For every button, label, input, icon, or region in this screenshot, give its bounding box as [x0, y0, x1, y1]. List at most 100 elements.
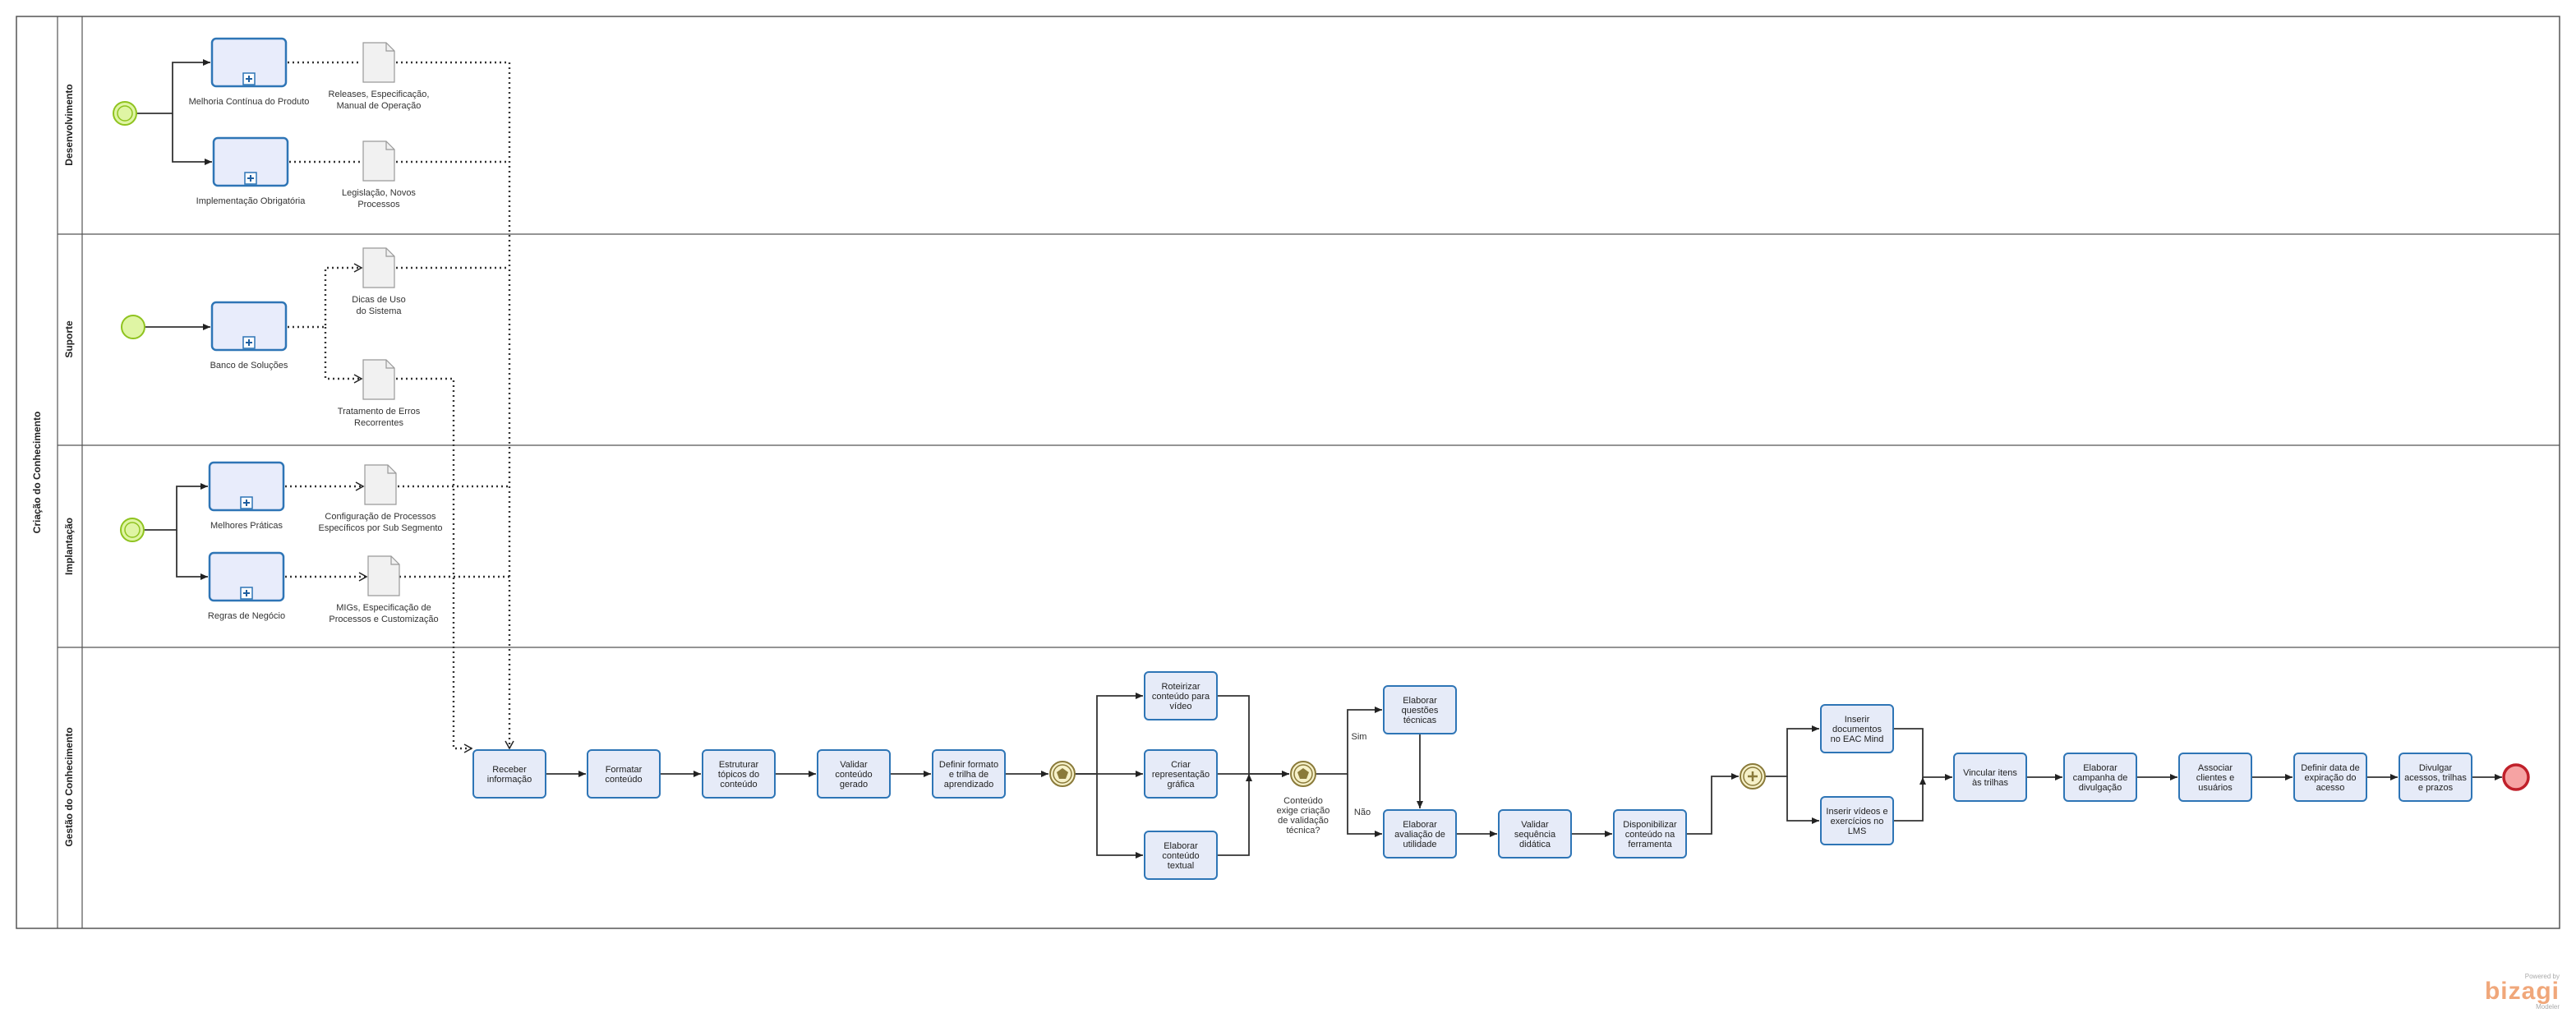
- subprocess-label: Melhores Práticas: [210, 521, 283, 531]
- sequence-flow: [1786, 776, 1819, 824]
- task-label: divulgação: [2079, 783, 2122, 793]
- plus-icon: [1748, 771, 1758, 781]
- subprocess-box[interactable]: [212, 136, 289, 187]
- task-label: textual: [1168, 861, 1194, 871]
- task-label: Disponibilizar: [1623, 820, 1677, 830]
- document-label: Tratamento de Erros: [338, 407, 421, 417]
- sequence-flow: [176, 530, 208, 580]
- task-label: Inserir vídeos e: [1826, 807, 1887, 817]
- task-box[interactable]: [2063, 753, 2137, 802]
- subprocess-label: Banco de Soluções: [210, 361, 288, 371]
- gateway-split-formats[interactable]: [1049, 761, 1076, 787]
- task-box[interactable]: [932, 749, 1006, 799]
- task-label: Associar: [2198, 763, 2233, 773]
- task-box[interactable]: [2293, 753, 2367, 802]
- subprocess-box[interactable]: [208, 551, 285, 602]
- task-label: conteúdo na: [1625, 830, 1675, 840]
- task-label: técnicas: [1403, 716, 1437, 725]
- plus-icon: [243, 499, 250, 506]
- task-label: Estruturar: [719, 760, 759, 770]
- document-label: Processos: [357, 200, 400, 209]
- task-label: Elaborar: [1164, 841, 1198, 851]
- subprocess-label: Regras de Negócio: [208, 611, 285, 621]
- task-label: questões: [1402, 706, 1439, 716]
- task-box[interactable]: [1144, 749, 1218, 799]
- gateway-question: exige criação: [1277, 806, 1330, 816]
- task-label: usuários: [2198, 783, 2233, 793]
- lane-title-implantacao: Implantação: [63, 518, 75, 575]
- task-box[interactable]: [1383, 685, 1457, 734]
- sequence-flow: [1765, 725, 1819, 777]
- task-box[interactable]: [1820, 796, 1894, 845]
- task-box[interactable]: [1498, 809, 1572, 859]
- subprocess-box[interactable]: [208, 461, 285, 512]
- task-label: Criar: [1171, 760, 1191, 770]
- task-box[interactable]: [2178, 753, 2252, 802]
- sequence-flow: [1347, 774, 1382, 837]
- task-label: didática: [1519, 840, 1551, 849]
- subprocess-box[interactable]: [210, 301, 288, 352]
- document-label: Legislação, Novos: [342, 188, 416, 198]
- document-icon: [364, 464, 397, 505]
- start-event-desenvolvimento[interactable]: [113, 101, 137, 126]
- start-event-implantacao[interactable]: [120, 518, 145, 542]
- gateway-technical-validation[interactable]: [1290, 761, 1316, 787]
- subprocess-sp4[interactable]: Melhores Práticas: [208, 461, 285, 531]
- subprocess-sp5[interactable]: Regras de Negócio: [208, 551, 285, 621]
- subprocess-sp3[interactable]: Banco de Soluções: [210, 301, 288, 371]
- document-icon: [362, 247, 395, 288]
- association-flow: [396, 377, 473, 753]
- task-box[interactable]: [1820, 704, 1894, 753]
- task-box[interactable]: [702, 749, 776, 799]
- task-box[interactable]: [1383, 809, 1457, 859]
- gateway-parallel-publish[interactable]: [1740, 763, 1766, 790]
- task-label: tópicos do: [718, 770, 759, 780]
- document-label: MIGs, Especificação de: [336, 603, 431, 613]
- task-label: Definir formato: [939, 760, 998, 770]
- task-box[interactable]: [472, 749, 546, 799]
- task-box[interactable]: [817, 749, 891, 799]
- start-event-suporte[interactable]: [121, 315, 145, 339]
- task-box[interactable]: [587, 749, 661, 799]
- subprocess-label: Implementação Obrigatória: [196, 196, 306, 206]
- end-event[interactable]: [2502, 763, 2530, 791]
- task-box[interactable]: [1613, 809, 1687, 859]
- task-box[interactable]: [1144, 831, 1218, 880]
- logo-brand: bizagi: [2484, 978, 2560, 1005]
- task-box[interactable]: [1144, 671, 1218, 720]
- task-box[interactable]: [1953, 753, 2027, 802]
- subprocess-sp2[interactable]: Implementação Obrigatória: [196, 136, 306, 206]
- task-label: Validar: [840, 760, 868, 770]
- task-label: sequência: [1514, 830, 1556, 840]
- subprocess-box[interactable]: [210, 37, 288, 88]
- task-label: aprendizado: [944, 780, 994, 790]
- document-label: Dicas de Uso: [352, 295, 405, 305]
- flow-label-yes: Sim: [1352, 732, 1367, 742]
- task-box[interactable]: [2399, 753, 2472, 802]
- task-label: conteúdo: [1162, 851, 1199, 861]
- document-label: Manual de Operação: [337, 101, 422, 111]
- gateway-question: Conteúdo: [1283, 796, 1323, 806]
- subprocess-sp1[interactable]: Melhoria Contínua do Produto: [189, 37, 310, 107]
- plus-icon: [247, 175, 254, 182]
